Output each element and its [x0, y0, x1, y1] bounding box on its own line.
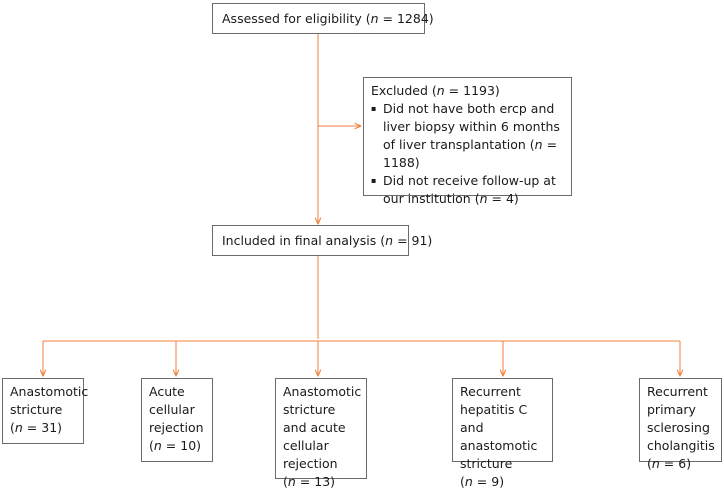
group-box-acute-cellular-rejection: Acute cellular rejection (n = 10) — [141, 378, 213, 462]
group-count: (n = 13) — [283, 473, 359, 491]
excluded-prefix: Excluded ( — [371, 83, 437, 98]
group-label: Recurrent hepatitis C and anastomotic st… — [460, 384, 538, 471]
excluded-box: Excluded (n = 1193) Did not have both er… — [363, 77, 572, 206]
excluded-reasons: Did not have both ercp and liver biopsy … — [371, 100, 563, 208]
assessed-count: = 1284) — [378, 11, 434, 26]
group-count-open: ( — [10, 420, 15, 435]
group-count-value: = 31) — [22, 420, 63, 435]
assessed-box: Assessed for eligibility (n = 1284) — [212, 3, 434, 34]
group-count-open: ( — [647, 456, 652, 471]
group-box-hepatitis-c-anastomotic: Recurrent hepatitis C and anastomotic st… — [452, 378, 553, 489]
group-label: Anastomotic stricture and acute cellular… — [283, 384, 362, 471]
included-box: Included in final analysis (n = 91) — [212, 225, 432, 256]
assessed-prefix: Assessed for eligibility ( — [222, 11, 371, 26]
excluded-count: = 1193) — [444, 83, 500, 98]
group-label: Recurrent primary sclerosing cholangitis — [647, 384, 715, 453]
group-label: Anastomotic stricture — [10, 384, 89, 417]
group-count-value: = 10) — [161, 438, 202, 453]
excluded-reason-text: Did not have both ercp and liver biopsy … — [383, 101, 560, 152]
group-count: (n = 31) — [10, 419, 76, 437]
excluded-reason-text: Did not receive follow-up at our institu… — [383, 173, 556, 206]
group-count: (n = 10) — [149, 437, 205, 455]
group-count: (n = 9) — [460, 473, 545, 491]
excluded-title: Excluded (n = 1193) — [371, 82, 563, 100]
group-count: (n = 6) — [647, 455, 714, 473]
included-count: = 91) — [393, 233, 433, 248]
excluded-reason: Did not have both ercp and liver biopsy … — [371, 100, 563, 172]
group-box-recurrent-psc: Recurrent primary sclerosing cholangitis… — [639, 378, 722, 471]
group-label: Acute cellular rejection — [149, 384, 204, 435]
included-prefix: Included in final analysis ( — [222, 233, 386, 248]
n-symbol: n — [436, 83, 445, 98]
n-symbol: n — [14, 420, 23, 435]
n-symbol: n — [534, 137, 543, 152]
n-symbol: n — [370, 11, 379, 26]
group-count-open: ( — [149, 438, 154, 453]
n-symbol: n — [385, 233, 394, 248]
excluded-reason: Did not receive follow-up at our institu… — [371, 172, 563, 208]
n-symbol: n — [651, 456, 660, 471]
excluded-reason-count: = 4) — [487, 191, 519, 206]
group-box-anastomotic-stricture: Anastomotic stricture (n = 31) — [2, 378, 89, 444]
n-symbol: n — [479, 191, 488, 206]
excluded-reason-count: = 1188) — [383, 137, 558, 170]
group-count-value: = 6) — [659, 456, 692, 471]
group-box-anastomotic-acr: Anastomotic stricture and acute cellular… — [275, 378, 367, 489]
n-symbol: n — [153, 438, 162, 453]
